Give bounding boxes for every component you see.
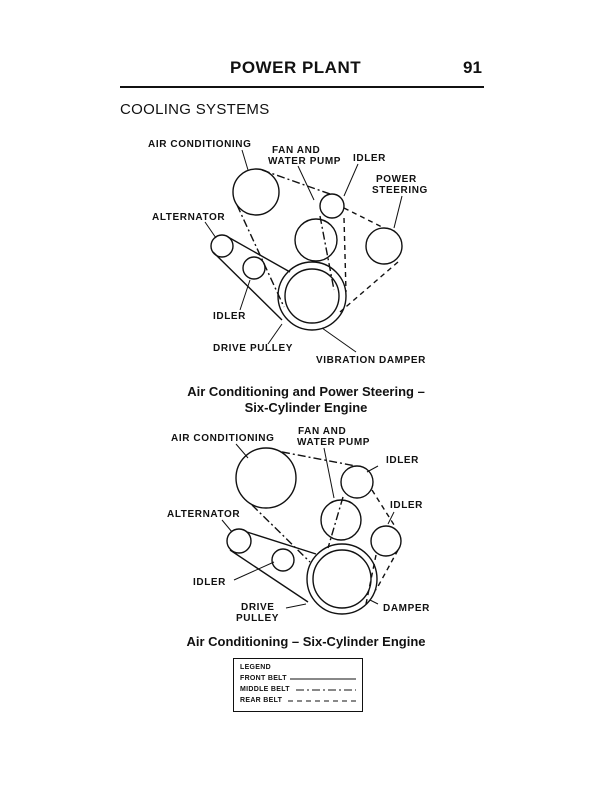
diagram2-belts (229, 451, 399, 605)
legend-box: LEGEND FRONT BELT MIDDLE BELT REAR BELT (233, 658, 363, 712)
diagram1-belts (212, 169, 399, 321)
d1-idler-bottom-pulley (242, 256, 266, 280)
d1-label-idler-top: IDLER (353, 153, 386, 164)
d1-vibration-damper-pulley (277, 261, 347, 331)
d1-label-vibration-damper: VIBRATION DAMPER (316, 355, 426, 366)
d2-label-fan-and: FAN AND (298, 426, 347, 437)
diagram1-pulleys (210, 168, 403, 331)
legend-front-belt-label: FRONT BELT (240, 675, 287, 682)
d2-label-damper: DAMPER (383, 603, 430, 614)
d1-label-water-pump: WATER PUMP (268, 156, 342, 167)
d1-label-drive-pulley: DRIVE PULLEY (213, 343, 293, 354)
d1-label-alternator: ALTERNATOR (152, 212, 226, 223)
diagram2-leaders (221, 443, 395, 609)
legend-middle-belt-label: MIDDLE BELT (240, 686, 290, 693)
d1-label-power: POWER (376, 174, 417, 185)
legend-title: LEGEND (240, 664, 271, 671)
page-number: 91 (463, 58, 482, 77)
d2-alternator-pulley (226, 528, 252, 554)
diagram2-pulleys (226, 447, 402, 615)
d1-label-fan-and: FAN AND (272, 145, 321, 156)
d1-caption-line2: Six-Cylinder Engine (244, 400, 368, 415)
d1-alternator-pulley (210, 234, 234, 258)
d2-label-air-conditioning: AIR CONDITIONING (171, 433, 275, 444)
header-rule (120, 86, 484, 88)
d2-drive-pulley (312, 549, 372, 609)
d2-label-idler-left: IDLER (193, 577, 226, 588)
d2-idler-left-pulley (271, 548, 295, 572)
section-title: COOLING SYSTEMS (120, 101, 270, 118)
d1-drive-pulley (284, 268, 340, 324)
page-header-title: POWER PLANT (230, 58, 362, 77)
d1-label-idler-bottom: IDLER (213, 311, 246, 322)
d2-label-pulley: PULLEY (236, 613, 280, 624)
d2-damper-pulley (306, 543, 378, 615)
d2-idler-top-pulley (340, 465, 374, 499)
d2-label-idler-top: IDLER (386, 455, 419, 466)
d2-air-conditioning-pulley (235, 447, 297, 509)
d2-label-drive: DRIVE (241, 602, 275, 613)
diagram1-leaders (204, 149, 403, 353)
d1-power-steering-pulley (365, 227, 403, 265)
legend-swatches (288, 678, 356, 702)
legend-rear-belt-label: REAR BELT (240, 697, 283, 704)
d1-air-conditioning-pulley (232, 168, 280, 216)
d2-idler-right-pulley (370, 525, 402, 557)
d2-fan-water-pump-pulley (320, 499, 362, 541)
d2-label-idler-right: IDLER (390, 500, 423, 511)
d2-caption: Air Conditioning – Six-Cylinder Engine (186, 634, 426, 649)
d2-label-water-pump: WATER PUMP (297, 437, 371, 448)
d2-label-alternator: ALTERNATOR (167, 509, 241, 520)
d1-fan-water-pump-pulley (294, 218, 338, 262)
d1-idler-top-pulley (319, 193, 345, 219)
d1-label-air-conditioning: AIR CONDITIONING (148, 139, 252, 150)
d1-caption-line1: Air Conditioning and Power Steering – (187, 384, 425, 399)
d1-label-steering: STEERING (372, 185, 428, 196)
